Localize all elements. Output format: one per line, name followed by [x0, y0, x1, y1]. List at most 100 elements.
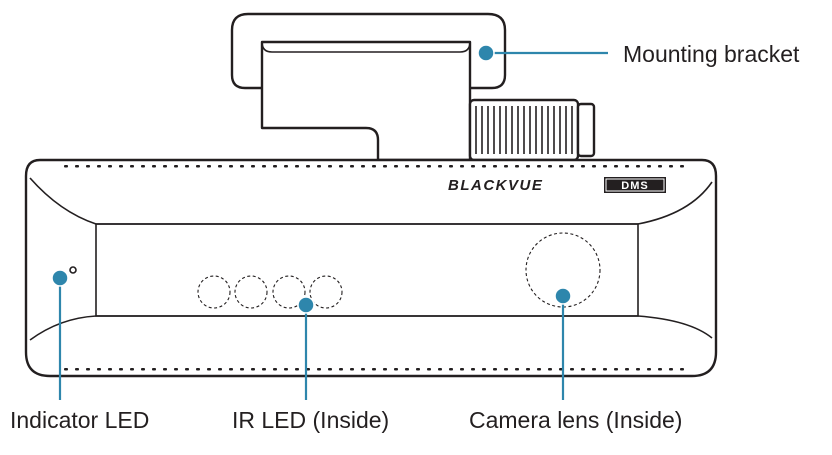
vent-slot: [86, 368, 90, 371]
vent-slot: [537, 165, 541, 168]
vent-slot: [119, 165, 123, 168]
vent-slot: [306, 165, 310, 168]
vent-slot: [273, 368, 277, 371]
indicator-led-label: Indicator LED: [10, 407, 149, 433]
vent-slot: [372, 368, 376, 371]
vent-slot: [405, 368, 409, 371]
vent-slot: [361, 165, 365, 168]
vent-slot: [328, 368, 332, 371]
vent-slot: [163, 368, 167, 371]
vent-slot: [207, 368, 211, 371]
vent-slot: [559, 165, 563, 168]
vent-slot: [405, 165, 409, 168]
vent-slot: [383, 368, 387, 371]
vent-slot: [625, 368, 629, 371]
vent-slot: [493, 368, 497, 371]
callout-marker: [297, 296, 315, 314]
ir-led-2: [234, 275, 268, 309]
vent-slot: [526, 368, 530, 371]
vent-slot: [119, 368, 123, 371]
mounting-bracket-label: Mounting bracket: [623, 41, 800, 67]
vent-slot: [174, 368, 178, 371]
vent-slot: [449, 165, 453, 168]
vent-slot: [482, 165, 486, 168]
indicator-led-hole: [69, 266, 77, 274]
vent-slot: [680, 368, 684, 371]
vent-slot: [504, 165, 508, 168]
vent-slot: [548, 165, 552, 168]
vent-slot: [383, 165, 387, 168]
vent-slot: [592, 368, 596, 371]
vent-slot: [218, 368, 222, 371]
vent-slot: [515, 368, 519, 371]
vent-slot: [295, 165, 299, 168]
vent-slot: [647, 165, 651, 168]
vent-slot: [614, 368, 618, 371]
vent-slot: [680, 165, 684, 168]
vent-slot: [75, 368, 79, 371]
vent-slot: [449, 368, 453, 371]
vent-slot: [427, 368, 431, 371]
vent-slot: [669, 165, 673, 168]
vent-slot: [262, 165, 266, 168]
vent-slot: [504, 368, 508, 371]
vent-slot: [317, 368, 321, 371]
vent-slot: [614, 165, 618, 168]
vent-slot: [669, 368, 673, 371]
vent-slot: [196, 165, 200, 168]
vent-slot: [141, 368, 145, 371]
mounting-bracket: [230, 12, 507, 162]
vent-slot: [603, 368, 607, 371]
vent-slot: [262, 368, 266, 371]
vent-slot: [152, 165, 156, 168]
vent-slot: [526, 165, 530, 168]
vent-slot: [416, 165, 420, 168]
camera-lens-label: Camera lens (Inside): [469, 407, 682, 433]
camera-body: [24, 158, 718, 378]
vent-slot: [647, 368, 651, 371]
vent-slot: [350, 368, 354, 371]
brand-logo: BLACKVUE DMS: [448, 177, 666, 194]
brand-text: BLACKVUE: [448, 177, 543, 194]
vent-slot: [229, 165, 233, 168]
vent-slot: [361, 368, 365, 371]
vent-slot: [284, 368, 288, 371]
callout-marker: [477, 44, 495, 62]
vent-slot: [218, 165, 222, 168]
vent-slot: [185, 165, 189, 168]
vent-slot: [460, 165, 464, 168]
vent-slot: [515, 165, 519, 168]
vent-slot: [97, 368, 101, 371]
vent-slot: [493, 165, 497, 168]
ir-led-label: IR LED (Inside): [232, 407, 389, 433]
callout-marker: [51, 269, 69, 287]
callout-mounting-bracket: Mounting bracket: [477, 41, 800, 67]
vent-slot: [108, 165, 112, 168]
vent-slot: [570, 165, 574, 168]
vent-slot: [196, 368, 200, 371]
vent-slot: [64, 165, 68, 168]
vent-slot: [438, 368, 442, 371]
vent-slot: [581, 165, 585, 168]
vent-slot: [625, 165, 629, 168]
vent-slot: [295, 368, 299, 371]
callout-ir-led: IR LED (Inside): [232, 296, 389, 433]
vent-slot: [141, 165, 145, 168]
vent-slot: [339, 368, 343, 371]
vent-slot: [372, 165, 376, 168]
vent-slot: [471, 368, 475, 371]
vent-slot: [592, 165, 596, 168]
camera-lens: [525, 232, 601, 308]
vent-slot: [64, 368, 68, 371]
vent-slot: [350, 165, 354, 168]
vent-slot: [548, 368, 552, 371]
vent-slot: [174, 165, 178, 168]
callout-marker: [554, 287, 572, 305]
model-text: DMS: [621, 180, 648, 192]
vent-slot: [394, 165, 398, 168]
vent-slot: [251, 368, 255, 371]
vent-slot: [284, 165, 288, 168]
callout-camera-lens: Camera lens (Inside): [469, 287, 682, 433]
vent-slot: [86, 165, 90, 168]
